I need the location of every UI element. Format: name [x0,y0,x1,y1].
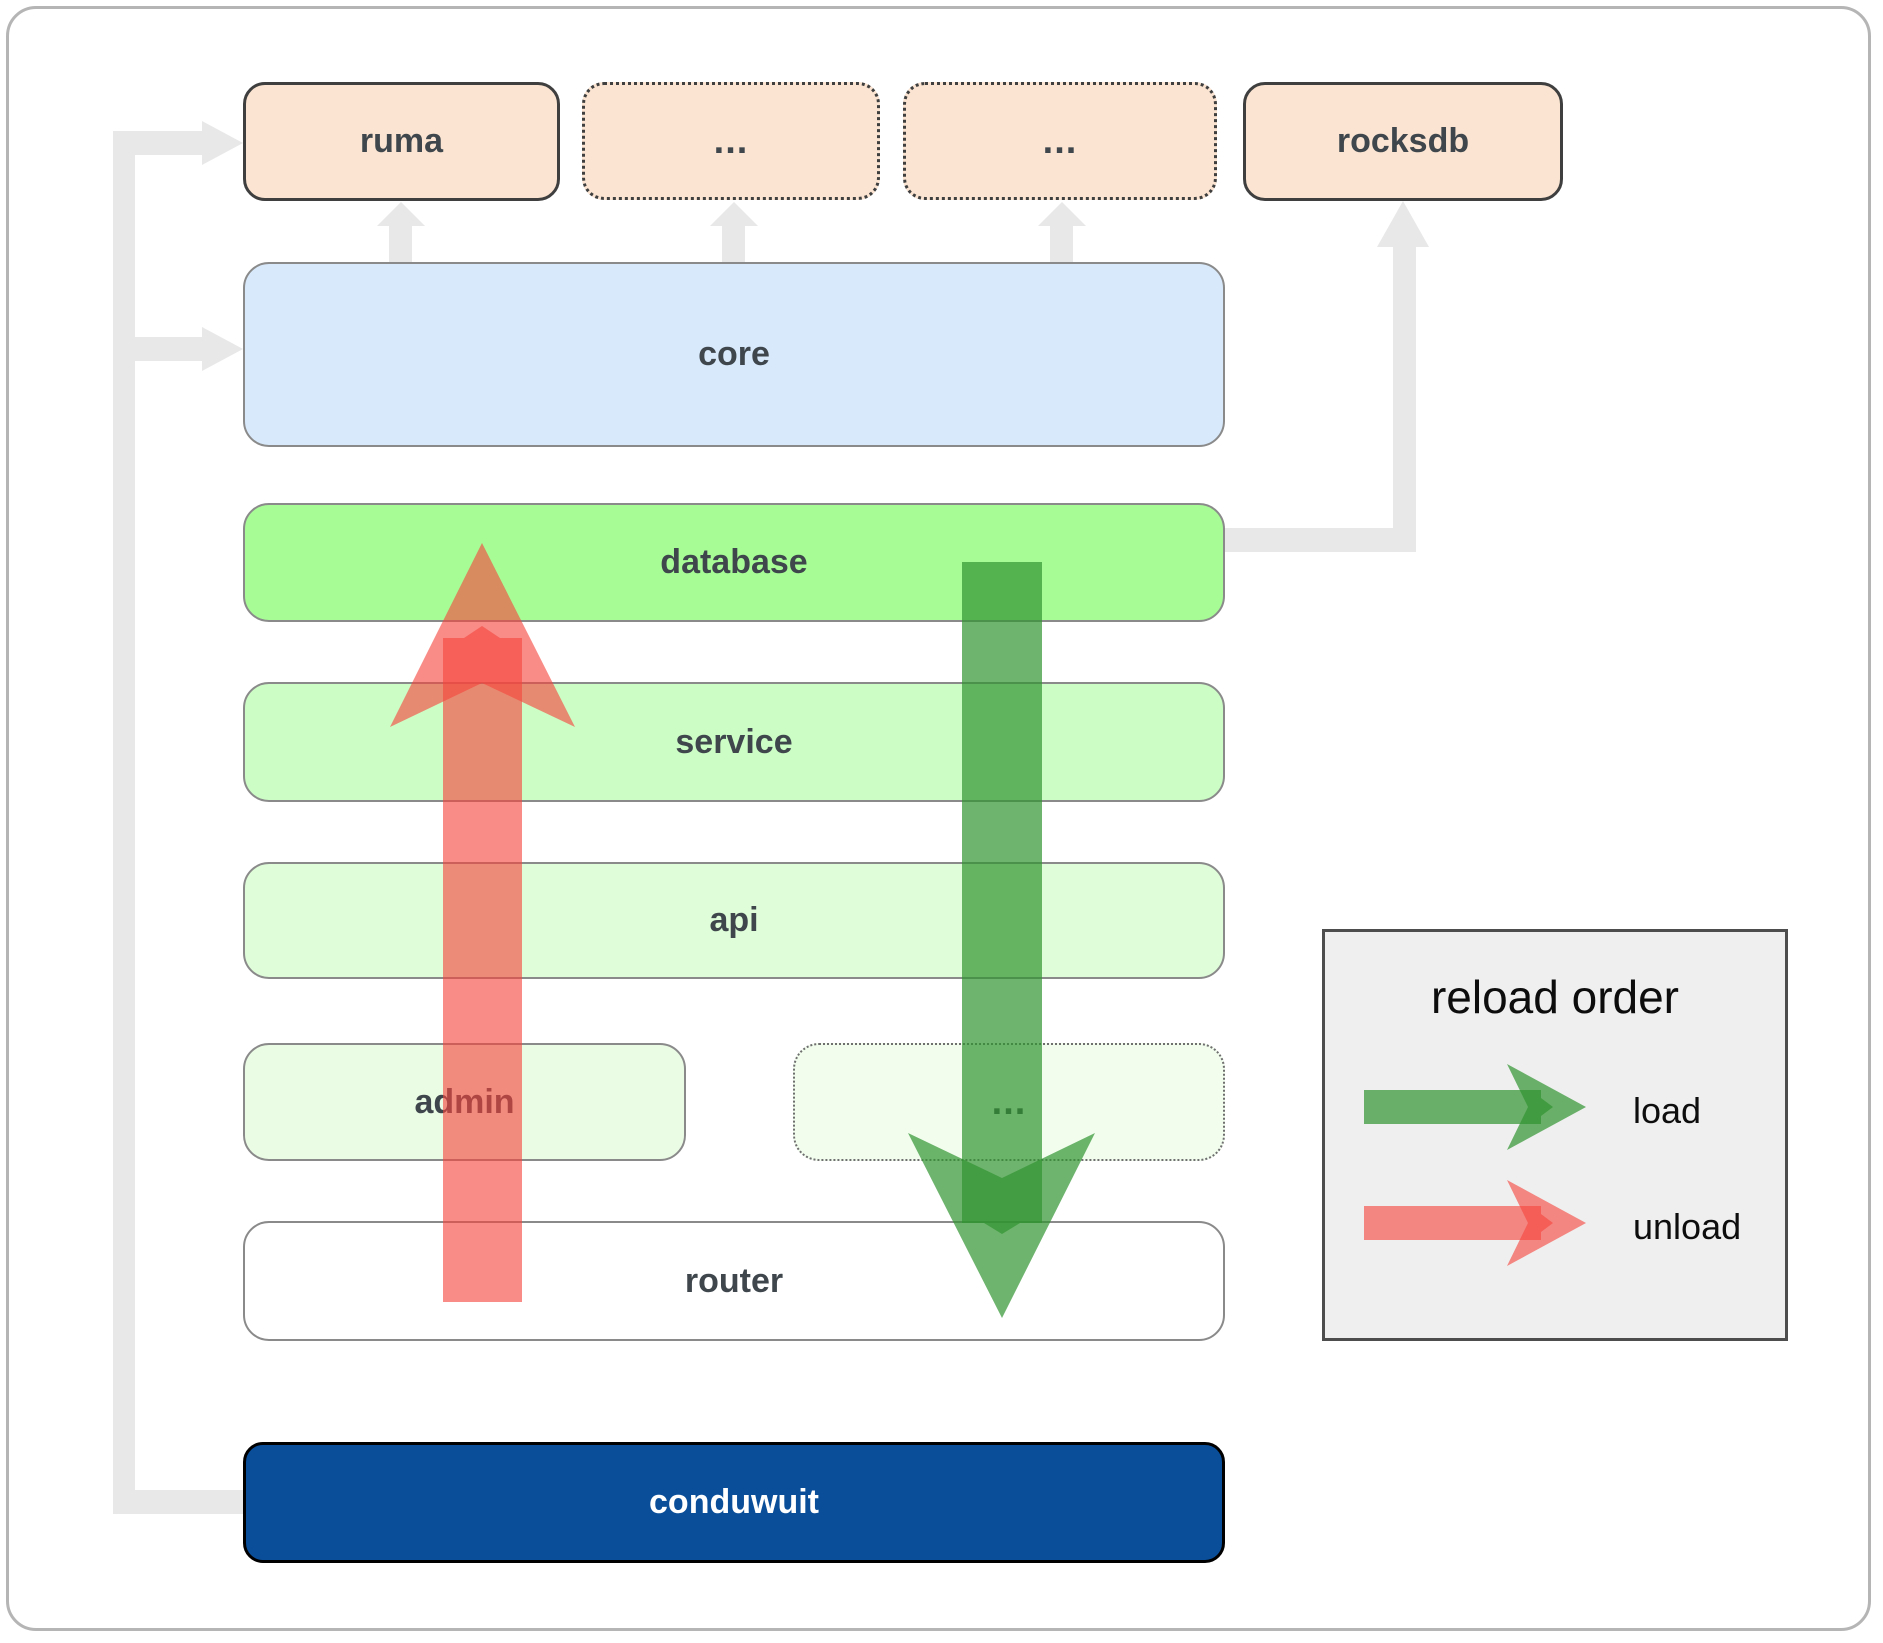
box-core-label: core [698,335,770,373]
box-router: router [243,1221,1225,1341]
box-conduwuit: conduwuit [243,1442,1225,1563]
box-dependency-placeholder-2-label: ... [1042,119,1078,162]
legend-title: reload order [1430,971,1680,1023]
box-ruma: ruma [243,82,560,201]
box-api-label: api [709,901,759,939]
box-dependency-placeholder-1-label: ... [713,119,749,162]
box-service-label: service [675,722,793,761]
box-service-placeholder: ... [793,1043,1225,1161]
box-dependency-placeholder-1: ... [582,82,880,200]
box-core: core [243,262,1225,447]
box-conduwuit-label: conduwuit [649,1483,819,1521]
box-rocksdb-label: rocksdb [1336,122,1470,160]
box-router-label: router [684,1261,784,1300]
box-admin: admin [243,1043,686,1161]
diagram-frame [6,6,1871,1631]
box-admin-label: admin [414,1082,515,1121]
box-rocksdb: rocksdb [1243,82,1563,201]
legend-reload-order: reload order load unload [1322,929,1788,1341]
box-database: database [243,503,1225,622]
legend-unload-label: unload [1633,1206,1742,1247]
box-database-label: database [660,543,808,581]
box-service-placeholder-label: ... [991,1080,1027,1123]
box-ruma-label: ruma [359,122,444,160]
box-dependency-placeholder-2: ... [903,82,1217,200]
legend-load-label: load [1633,1090,1702,1131]
box-service: service [243,682,1225,802]
box-api: api [243,862,1225,979]
